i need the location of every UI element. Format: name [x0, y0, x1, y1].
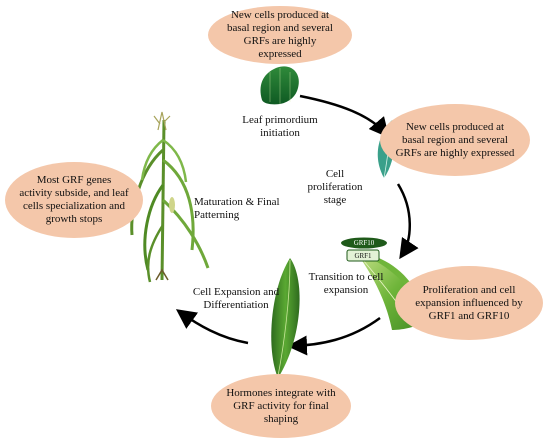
- bubble-bottom: Hormones integrate with GRF activity for…: [211, 374, 351, 438]
- grf1-protein-shape: [346, 249, 380, 262]
- stage-label-transition: Transition to cell expansion: [308, 271, 384, 296]
- stage-label-expansion: Cell Expansion and Differentiation: [192, 286, 280, 311]
- arrow-proliferation-to-transition: [396, 183, 419, 260]
- leaf-primordium-icon: [260, 66, 299, 105]
- bubble-right-upper: New cells produced at basal region and s…: [380, 104, 530, 176]
- grf1-label: GRF1: [354, 252, 372, 260]
- arrow-expansion-to-maturation: [175, 309, 249, 345]
- grf10-label: GRF10: [353, 239, 375, 247]
- stage-label-initiation: Leaf primordium initiation: [242, 114, 318, 139]
- bubble-left: Most GRF genes activity subside, and lea…: [5, 162, 143, 238]
- arrow-initiation-to-proliferation: [299, 94, 390, 138]
- stage-label-proliferation: Cell proliferation stage: [307, 168, 363, 206]
- bubble-right-lower: Proliferation and cell expansion influen…: [395, 266, 543, 340]
- bubble-top: New cells produced at basal region and s…: [208, 6, 352, 64]
- grf10-protein-shape: [341, 237, 387, 249]
- expanded-leaf-icon: [271, 258, 300, 378]
- arrow-transition-to-expansion: [287, 316, 381, 356]
- stage-label-maturation: Maturation & Final Patterning: [194, 196, 280, 221]
